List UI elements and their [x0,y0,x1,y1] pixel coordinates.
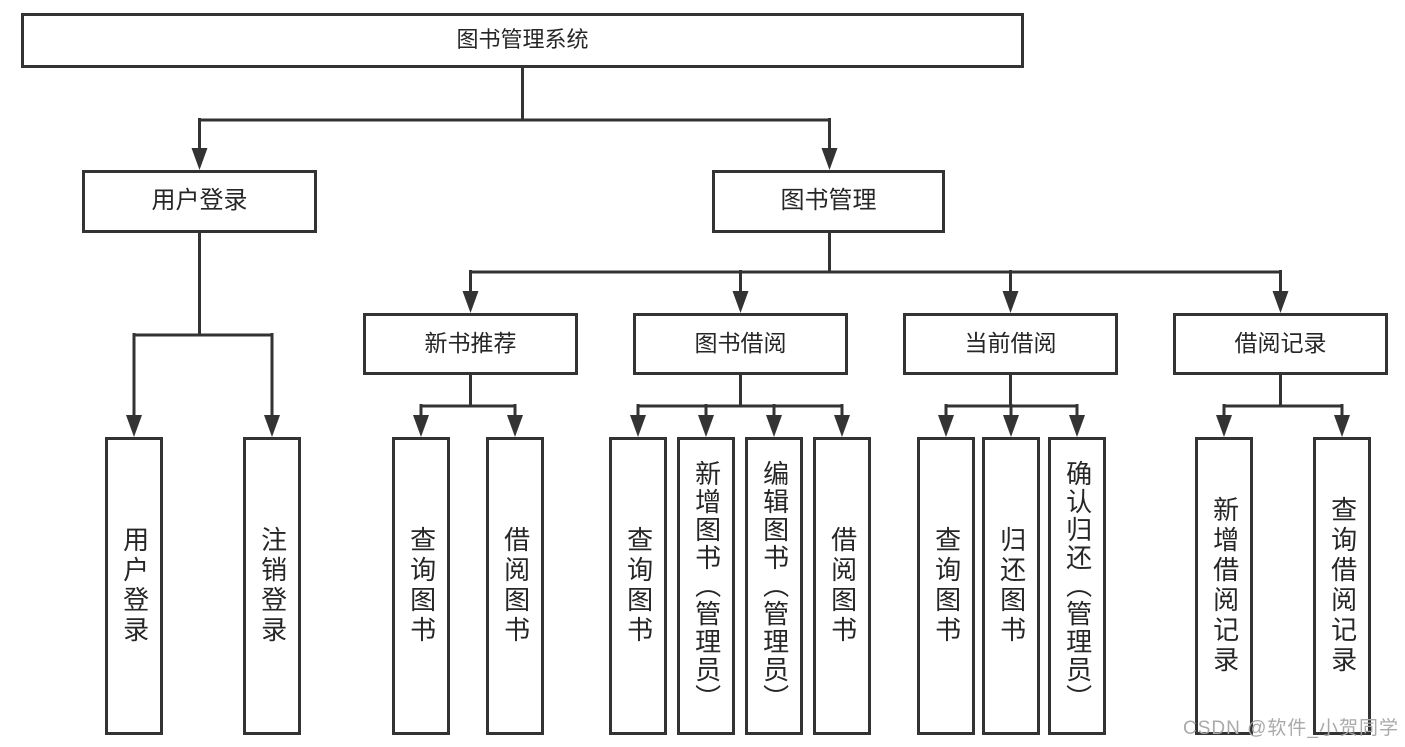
leaf-cb-return-books: 归还图书 [982,437,1040,735]
leaf-bb-borrow-books: 借阅图书 [813,437,871,735]
node-book-borrow: 图书借阅 [633,313,848,375]
connector-book-borrow-to-leaves [630,375,850,437]
leaf-br-query-record: 查询借阅记录 [1313,437,1371,735]
leaf-logout: 注销登录 [243,437,301,735]
connector-book-management-to-level2 [462,233,1289,313]
connector-user-login-to-leaves [126,233,280,437]
leaf-br-add-record: 新增借阅记录 [1195,437,1253,735]
connector-root-to-level1 [191,68,838,170]
leaf-user-login: 用户登录 [105,437,163,735]
connector-borrow-records-to-leaves [1216,375,1350,437]
leaf-bb-query-books: 查询图书 [609,437,667,735]
leaf-cb-confirm-return-admin: 确认归还（管理员） [1048,437,1106,735]
leaf-rec-borrow-books: 借阅图书 [486,437,544,735]
node-borrow-records: 借阅记录 [1173,313,1388,375]
node-book-management: 图书管理 [712,170,945,233]
leaf-rec-query-books: 查询图书 [392,437,450,735]
connector-new-book-recommend-to-leaves [413,375,523,437]
csdn-watermark: CSDN @软件_小贺同学 [1183,718,1399,739]
leaf-bb-edit-books-admin: 编辑图书（管理员） [745,437,803,735]
node-user-login: 用户登录 [82,170,317,233]
node-current-borrow: 当前借阅 [903,313,1118,375]
leaf-bb-add-books-admin: 新增图书（管理员） [677,437,735,735]
leaf-cb-query-books: 查询图书 [917,437,975,735]
connector-current-borrow-to-leaves [938,375,1085,437]
node-root-system: 图书管理系统 [21,13,1024,68]
node-new-book-recommend: 新书推荐 [363,313,578,375]
